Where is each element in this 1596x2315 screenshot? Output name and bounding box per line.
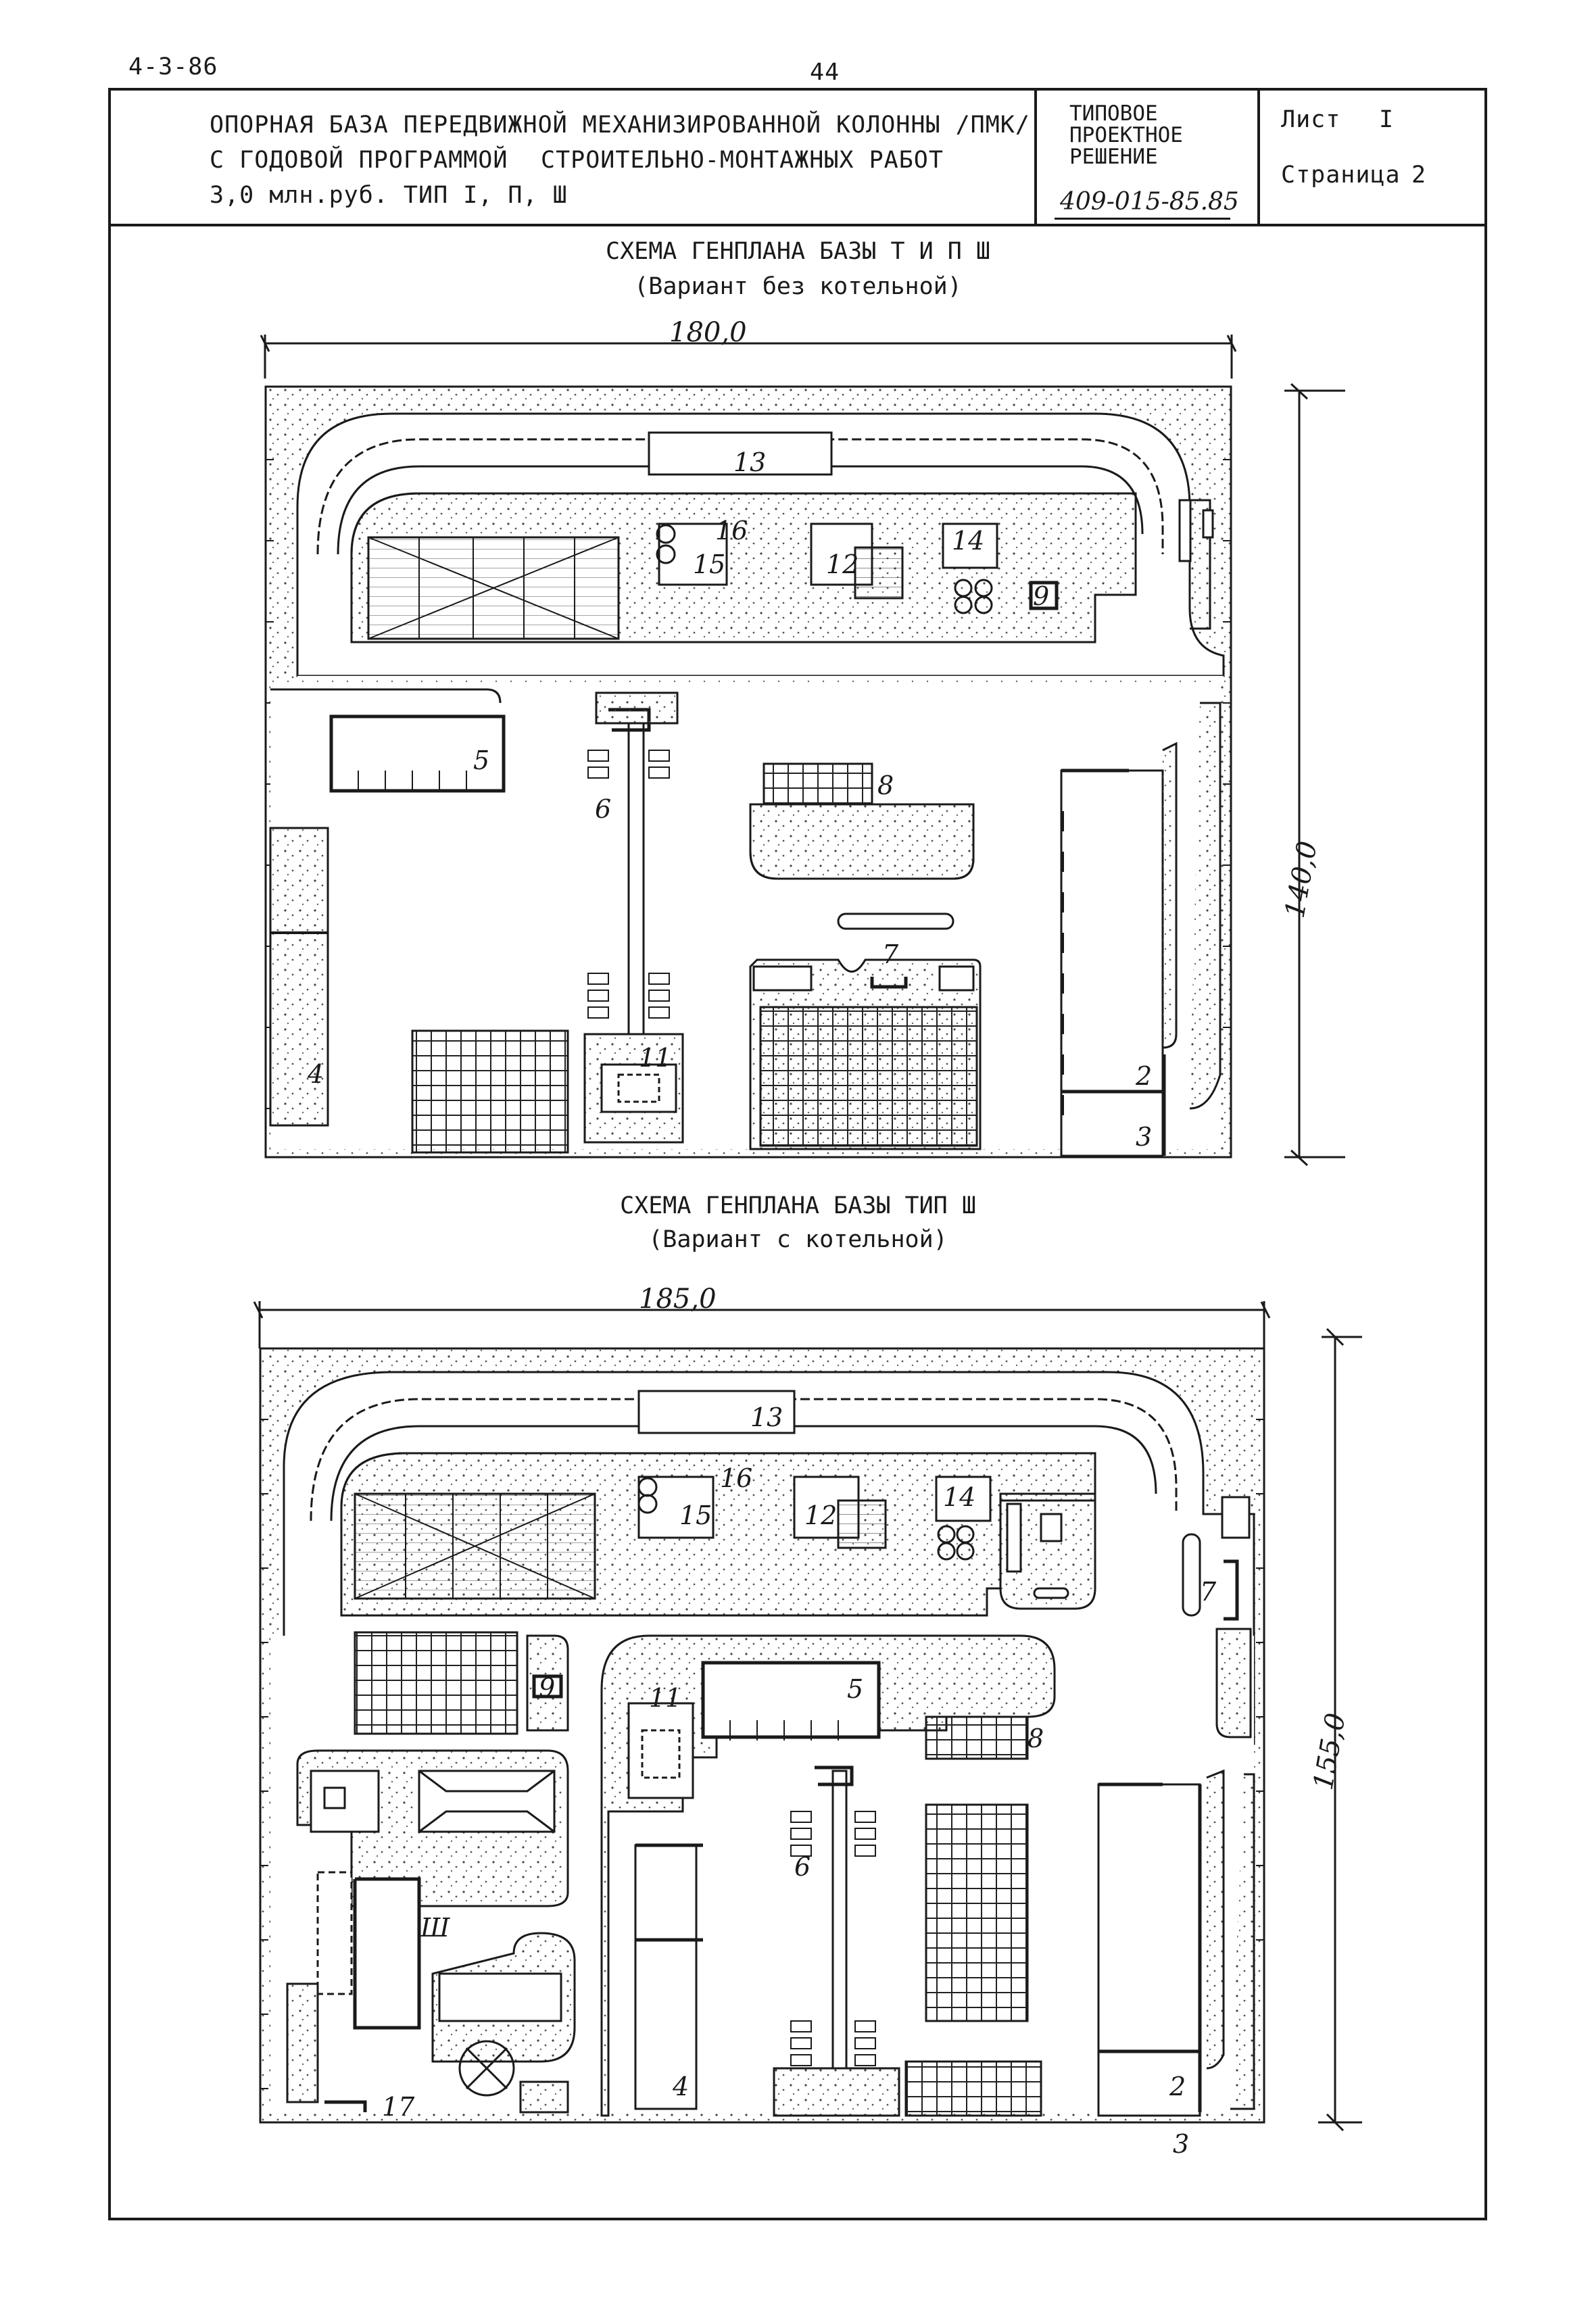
plan2-label-2: 2 xyxy=(1169,2072,1186,2101)
plan2-label-roman-3: Ш xyxy=(420,1913,450,1943)
page-label: Страница xyxy=(1281,162,1401,189)
sheet-label: Лист xyxy=(1281,106,1341,133)
plan1-subtitle: (Вариант без котельной) xyxy=(634,273,962,300)
plan1-label-2: 2 xyxy=(1135,1061,1152,1091)
plan2-label-6: 6 xyxy=(794,1852,811,1882)
plan2-label-16: 16 xyxy=(720,1463,752,1493)
project-code: 409-015-85.85 xyxy=(1060,188,1239,216)
title-line-2a: С ГОДОВОЙ ПРОГРАММОЙ xyxy=(210,147,508,174)
title-block: ОПОРНАЯ БАЗА ПЕРЕДВИЖНОЙ МЕХАНИЗИРОВАННО… xyxy=(108,88,1487,226)
title-line-2b: СТРОИТЕЛЬНО-МОНТАЖНЫХ РАБОТ xyxy=(541,147,944,174)
plan2-label-9: 9 xyxy=(539,1673,555,1703)
plan2-label-5: 5 xyxy=(847,1674,863,1704)
plan1-label-12: 12 xyxy=(826,550,859,579)
plan2-label-8: 8 xyxy=(1027,1724,1044,1753)
plan1-building-13 xyxy=(648,431,833,476)
plan1-label-16: 16 xyxy=(715,516,748,545)
plan1-title: СХЕМА ГЕНПЛАНА БАЗЫ Т И П Ш xyxy=(606,238,990,265)
plan2-label-13: 13 xyxy=(750,1403,783,1432)
plan1-label-14: 14 xyxy=(952,526,984,556)
page-frame xyxy=(108,88,1487,2220)
plan2-width-dim: 185,0 xyxy=(639,1284,717,1315)
plan2-label-4: 4 xyxy=(672,2072,689,2101)
plan2-label-17: 17 xyxy=(382,2092,415,2122)
type-line-2: ПРОЕКТНОЕ xyxy=(1069,123,1183,147)
plan2-label-14: 14 xyxy=(943,1482,975,1512)
plan2-label-12: 12 xyxy=(804,1501,837,1530)
plan2-height-dim: 155,0 xyxy=(1308,1711,1352,1793)
plan2-title: СХЕМА ГЕНПЛАНА БАЗЫ ТИП Ш xyxy=(620,1192,976,1219)
plan1-label-8: 8 xyxy=(877,771,894,800)
plan1-width-dim: 180,0 xyxy=(669,317,747,348)
plan1-label-15: 15 xyxy=(693,550,725,579)
plan1-label-9: 9 xyxy=(1033,581,1049,611)
page-value: 2 xyxy=(1411,162,1427,189)
corner-date: 4-3-86 xyxy=(128,53,218,80)
plan2-label-11: 11 xyxy=(649,1683,681,1713)
title-line-3: 3,0 млн.руб. ТИП I, П, Ш xyxy=(210,182,568,209)
page-number: 44 xyxy=(810,59,840,86)
plan1 xyxy=(260,335,1345,1167)
plan2 xyxy=(253,1301,1362,2132)
sheet-value: I xyxy=(1379,106,1395,133)
plan2-label-3: 3 xyxy=(1173,2129,1189,2159)
plan1-label-13: 13 xyxy=(733,447,766,477)
plan1-label-6: 6 xyxy=(595,794,611,824)
plan2-subtitle: (Вариант с котельной) xyxy=(648,1226,948,1253)
plan1-height-dim: 140,0 xyxy=(1280,839,1324,921)
plan2-label-7: 7 xyxy=(1200,1577,1217,1607)
plan1-label-11: 11 xyxy=(639,1043,671,1073)
plan2-label-15: 15 xyxy=(679,1501,712,1530)
type-line-3: РЕШЕНИЕ xyxy=(1069,145,1158,169)
title-line-1: ОПОРНАЯ БАЗА ПЕРЕДВИЖНОЙ МЕХАНИЗИРОВАННО… xyxy=(210,112,1030,139)
plan1-label-3: 3 xyxy=(1136,1122,1152,1152)
plan1-label-4: 4 xyxy=(307,1059,324,1089)
plan1-label-5: 5 xyxy=(473,746,489,775)
type-line-1: ТИПОВОЕ xyxy=(1069,101,1158,126)
plan1-label-7: 7 xyxy=(882,940,899,969)
